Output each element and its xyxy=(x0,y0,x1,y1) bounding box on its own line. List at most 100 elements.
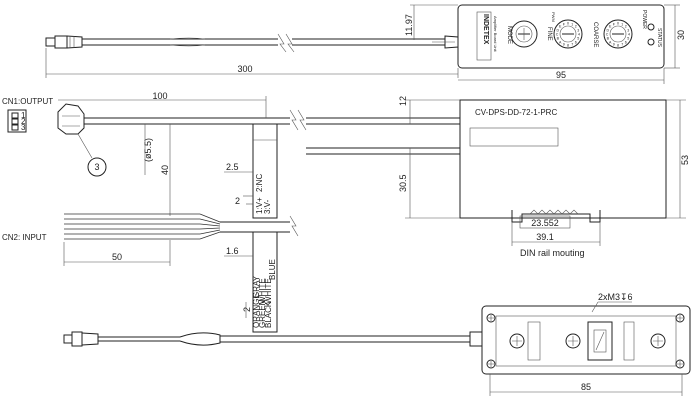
led-status xyxy=(647,38,655,46)
dial-char: B xyxy=(557,37,560,41)
dim-gap-2-a: 2 xyxy=(235,195,253,206)
dial-char: 8 xyxy=(617,44,619,48)
mount-hole-left xyxy=(509,333,525,349)
screw-left-top xyxy=(486,313,496,323)
dim-cable-100: 100 xyxy=(152,91,167,101)
in-wire-label-1: ORANGE xyxy=(252,293,261,328)
in-wire-label-5: BLACK xyxy=(264,301,273,328)
dial-char: D xyxy=(606,28,609,32)
dial-char: 9 xyxy=(563,43,565,47)
dial-char: 5 xyxy=(627,37,629,41)
dim-bottom-width: 85 xyxy=(581,382,591,392)
brand-subtitle: Amplifier Board Unit xyxy=(493,16,498,52)
dial-char: 9 xyxy=(613,43,615,47)
dim-side-12: 12 xyxy=(398,96,408,106)
in-wire-label-4: WHITE xyxy=(258,278,267,304)
dim-gap-2-5-text: 2.5 xyxy=(226,162,239,172)
knob-fine: FINE PWM xyxy=(546,12,583,49)
dim-side-30-5: 30.5 xyxy=(398,174,408,192)
din-latch xyxy=(587,321,613,361)
dim-lead-50-text: 50 xyxy=(112,252,122,262)
dim-top-offset: 11.97 xyxy=(404,14,414,36)
knob-label-coarse: COARSE xyxy=(592,22,598,47)
screw-right-bottom xyxy=(675,359,685,369)
dial-char: F xyxy=(613,22,616,26)
dial-char: E xyxy=(609,25,612,29)
led-power xyxy=(647,23,655,31)
din-note: DIN rail mouting xyxy=(520,248,585,258)
side-view: CV-DPS-DD-72-1-PRC 12 30.5 53 23.552 39.… xyxy=(398,96,690,258)
dial-char: 0 xyxy=(617,22,619,26)
output-pin-3: 3 xyxy=(21,123,26,132)
output-plug xyxy=(57,103,85,135)
dim-lead-40-text: 40 xyxy=(160,165,170,175)
side-label-box xyxy=(469,127,559,147)
dial-char: 8 xyxy=(567,44,569,48)
knob-mode: MODE xyxy=(506,20,538,48)
dim-gap-2-b: 2 xyxy=(242,302,252,318)
dim-lead-50: 50 xyxy=(63,240,171,266)
dim-din-width: 23.552 xyxy=(531,218,559,228)
dial-char: 7 xyxy=(621,43,623,47)
dim-gap-2-5: 2.5 xyxy=(224,162,253,173)
dim-top-width: 95 xyxy=(556,70,566,80)
dial-char: 2 xyxy=(575,25,577,29)
dial-char: 5 xyxy=(577,37,579,41)
led-label-power: POWER xyxy=(641,10,647,29)
out-label-tube: 1:V+ 2:NC 3:V- xyxy=(252,123,278,219)
bottom-view: 2xM3↧6 85 xyxy=(63,292,691,396)
dial-char: 1 xyxy=(571,22,573,26)
dial-char: 4 xyxy=(628,33,630,37)
dial-char: F xyxy=(563,22,566,26)
output-pin-1: 1 xyxy=(21,111,26,120)
out-pin-label-2: 2:NC xyxy=(255,174,264,192)
screw-left-bottom xyxy=(486,359,496,369)
screw-right-top xyxy=(675,313,685,323)
dial-char: C xyxy=(606,33,609,37)
connector-output: CN1:OUTPUT 1 2 3 3 xyxy=(2,97,460,177)
knob-sublabel-fine: PWM xyxy=(551,12,556,22)
dial-char: 3 xyxy=(577,28,579,32)
dial-char: A xyxy=(559,40,562,44)
side-housing xyxy=(459,99,667,219)
dial-char: 1 xyxy=(621,22,623,26)
mount-hole-right xyxy=(650,333,666,349)
dial-char: 4 xyxy=(578,33,580,37)
input-label: CN2: INPUT xyxy=(2,233,47,242)
din-clip xyxy=(511,210,601,223)
dial-char: C xyxy=(556,33,559,37)
output-label: CN1:OUTPUT xyxy=(2,97,53,106)
dial-char: B xyxy=(607,37,610,41)
brand-logo: INDETEX xyxy=(482,14,489,45)
mount-hole-mid xyxy=(565,333,581,349)
top-cable-connector xyxy=(45,35,83,49)
dial-char: D xyxy=(556,28,559,32)
dim-top-length: 300 xyxy=(237,64,252,74)
output-pin-2: 2 xyxy=(21,117,26,126)
slot-left xyxy=(527,321,541,361)
dim-gap-2-b-text: 2 xyxy=(242,307,252,312)
callout-circle xyxy=(87,157,107,177)
dim-gap-1-6: 1.6 xyxy=(224,246,253,257)
dial-char: 0 xyxy=(567,22,569,26)
dial-char: 7 xyxy=(571,43,573,47)
dim-din-span: 39.1 xyxy=(536,232,554,242)
callout-number: 3 xyxy=(94,162,99,172)
in-wire-label-2: GRAY xyxy=(252,275,261,298)
led-label-status: STATUS xyxy=(656,28,662,48)
in-label-tube: ORANGE GRAY GREEN WHITE BLACK WHITE BLUE xyxy=(252,231,278,333)
knob-coarse: COARSE xyxy=(592,19,633,49)
dial-char: A xyxy=(609,40,612,44)
in-wire-label-7: BLUE xyxy=(268,259,277,280)
side-model-label: CV-DPS-DD-72-1-PRC xyxy=(475,108,557,117)
break-mark xyxy=(277,33,287,53)
dial-char: 3 xyxy=(627,28,629,32)
dial-char: 6 xyxy=(625,40,627,44)
dim-gap-1-6-text: 1.6 xyxy=(226,246,239,256)
top-view: INDETEX Amplifier Board Unit MODE FINE P… xyxy=(45,4,686,84)
dial-char: E xyxy=(559,25,562,29)
dial-char: 6 xyxy=(575,40,577,44)
dim-top-height: 30 xyxy=(676,30,686,40)
